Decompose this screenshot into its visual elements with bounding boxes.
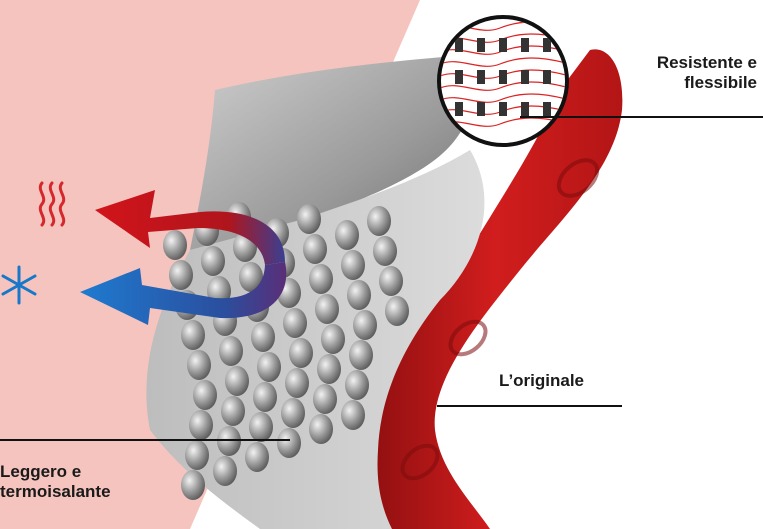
weave-knot: [499, 102, 507, 116]
weave-knot: [499, 38, 507, 52]
weave-knot: [543, 70, 551, 84]
bubble-dot: [303, 234, 327, 264]
bubble-dot: [349, 340, 373, 370]
bubble-dot: [347, 280, 371, 310]
bubble-dot: [341, 250, 365, 280]
bubble-dot: [245, 442, 269, 472]
weave-knot: [477, 38, 485, 52]
bubble-dot: [189, 410, 213, 440]
bubble-dot: [163, 230, 187, 260]
bubble-dot: [373, 236, 397, 266]
weave-knot: [521, 102, 529, 116]
bubble-dot: [317, 354, 341, 384]
bubble-dot: [281, 398, 305, 428]
bubble-dot: [367, 206, 391, 236]
bubble-dot: [249, 412, 273, 442]
bubble-dot: [353, 310, 377, 340]
bubble-dot: [181, 320, 205, 350]
bubble-dot: [379, 266, 403, 296]
weave-knot: [499, 70, 507, 84]
bubble-dot: [213, 456, 237, 486]
bubble-dot: [385, 296, 409, 326]
bubble-dot: [341, 400, 365, 430]
bubble-dot: [283, 308, 307, 338]
weave-knot: [477, 102, 485, 116]
bubble-dot: [277, 428, 301, 458]
bubble-dot: [297, 204, 321, 234]
weave-knot: [521, 38, 529, 52]
label-leggero: Leggero e termoisalante: [0, 462, 190, 502]
label-resistente: Resistente e flessibile: [587, 53, 757, 93]
weave-knot: [543, 102, 551, 116]
bubble-dot: [221, 396, 245, 426]
bubble-dot: [201, 246, 225, 276]
bubble-dot: [309, 264, 333, 294]
weave-knot: [455, 70, 463, 84]
bubble-dot: [257, 352, 281, 382]
bubble-dot: [289, 338, 313, 368]
bubble-dot: [345, 370, 369, 400]
bubble-dot: [313, 384, 337, 414]
weave-knot: [477, 70, 485, 84]
weave-knot: [521, 70, 529, 84]
label-originale: L’originale: [499, 371, 584, 391]
bubble-dot: [253, 382, 277, 412]
bubble-dot: [169, 260, 193, 290]
bubble-dot: [321, 324, 345, 354]
bubble-dot: [335, 220, 359, 250]
bubble-dot: [225, 366, 249, 396]
bubble-dot: [251, 322, 275, 352]
weave-knot: [455, 102, 463, 116]
bubble-dot: [309, 414, 333, 444]
bubble-dot: [187, 350, 211, 380]
bubble-dot: [285, 368, 309, 398]
bubble-dot: [193, 380, 217, 410]
bubble-dot: [315, 294, 339, 324]
weave-magnifier: [439, 17, 570, 145]
bubble-dot: [219, 336, 243, 366]
